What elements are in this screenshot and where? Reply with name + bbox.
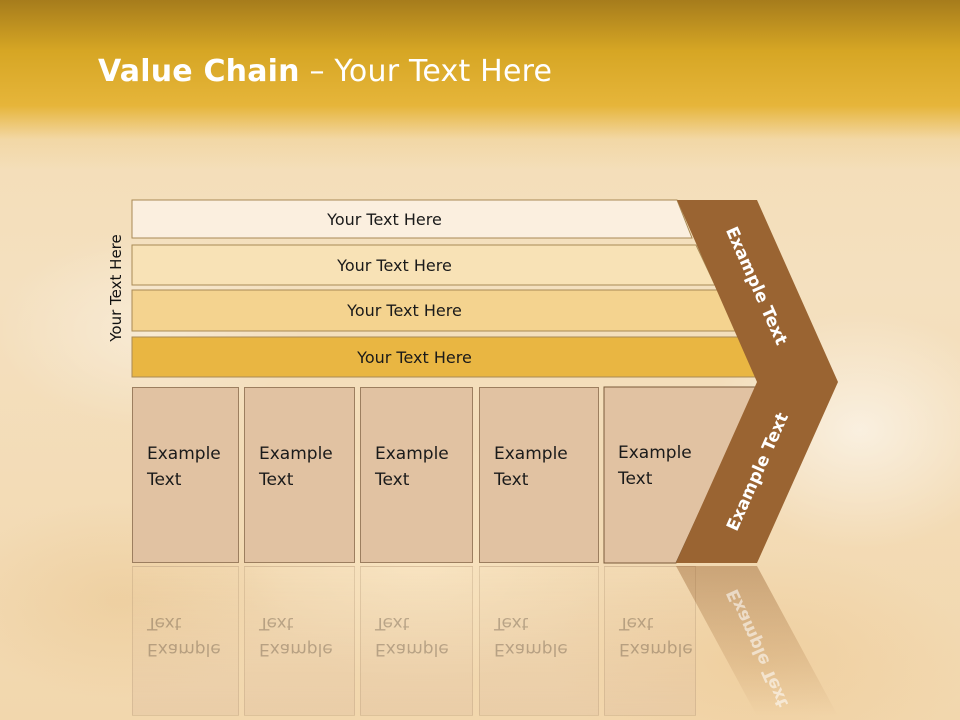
band-3: Your Text Here: [347, 300, 462, 320]
band-4: Your Text Here: [357, 347, 472, 367]
band-1-shape: [131, 199, 693, 239]
band-1: Your Text Here: [327, 209, 442, 229]
slide-title: Value Chain – Your Text Here: [98, 54, 552, 89]
chevron-reflection: [676, 566, 838, 716]
band-2: Your Text Here: [337, 255, 452, 275]
title-rest: – Your Text Here: [299, 54, 553, 89]
chevron-shape: [676, 200, 838, 563]
title-bold: Value Chain: [98, 54, 300, 89]
header-band: [0, 0, 960, 170]
